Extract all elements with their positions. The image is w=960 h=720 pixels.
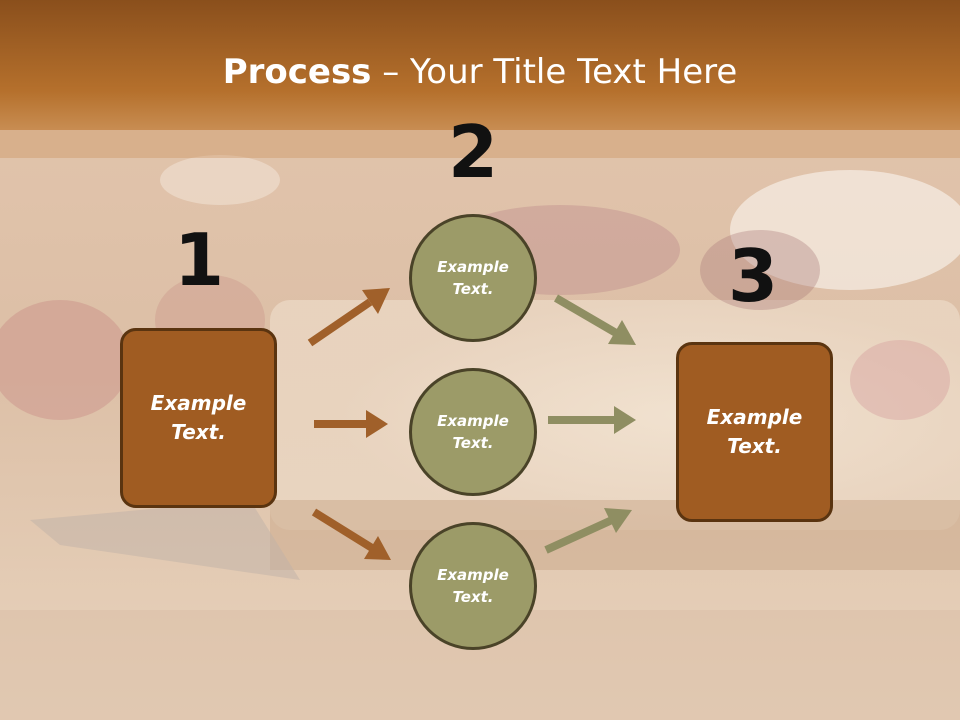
circle-bottom-line1: Example <box>437 565 509 584</box>
arrow-middle-to-right <box>548 406 636 434</box>
right-box-line1: Example <box>706 405 803 429</box>
right-step-box[interactable]: Example Text. <box>676 342 833 522</box>
step-number-1: 1 <box>173 218 225 302</box>
circle-top-line2: Text. <box>452 280 494 298</box>
arrow-top-to-right <box>553 294 636 345</box>
circle-top-line1: Example <box>437 257 509 276</box>
arrow-left-to-bottom <box>311 508 391 560</box>
left-box-line2: Text. <box>171 420 226 444</box>
arrow-left-to-middle <box>314 410 388 438</box>
arrow-left-to-top <box>307 288 390 347</box>
page-title: Process – Your Title Text Here <box>0 52 960 92</box>
arrow-bottom-to-right <box>544 508 632 554</box>
circle-bottom-line2: Text. <box>452 588 494 606</box>
right-box-line2: Text. <box>727 434 782 458</box>
title-bold: Process <box>222 52 372 92</box>
circle-top[interactable]: Example Text. <box>409 214 537 342</box>
title-rest: – Your Title Text Here <box>371 52 738 92</box>
left-step-box[interactable]: Example Text. <box>120 328 277 508</box>
circle-middle[interactable]: Example Text. <box>409 368 537 496</box>
circle-bottom[interactable]: Example Text. <box>409 522 537 650</box>
step-number-3: 3 <box>727 234 779 318</box>
step-number-2: 2 <box>447 110 499 194</box>
left-box-line1: Example <box>150 391 247 415</box>
circle-middle-line1: Example <box>437 411 509 430</box>
circle-middle-line2: Text. <box>452 434 494 452</box>
